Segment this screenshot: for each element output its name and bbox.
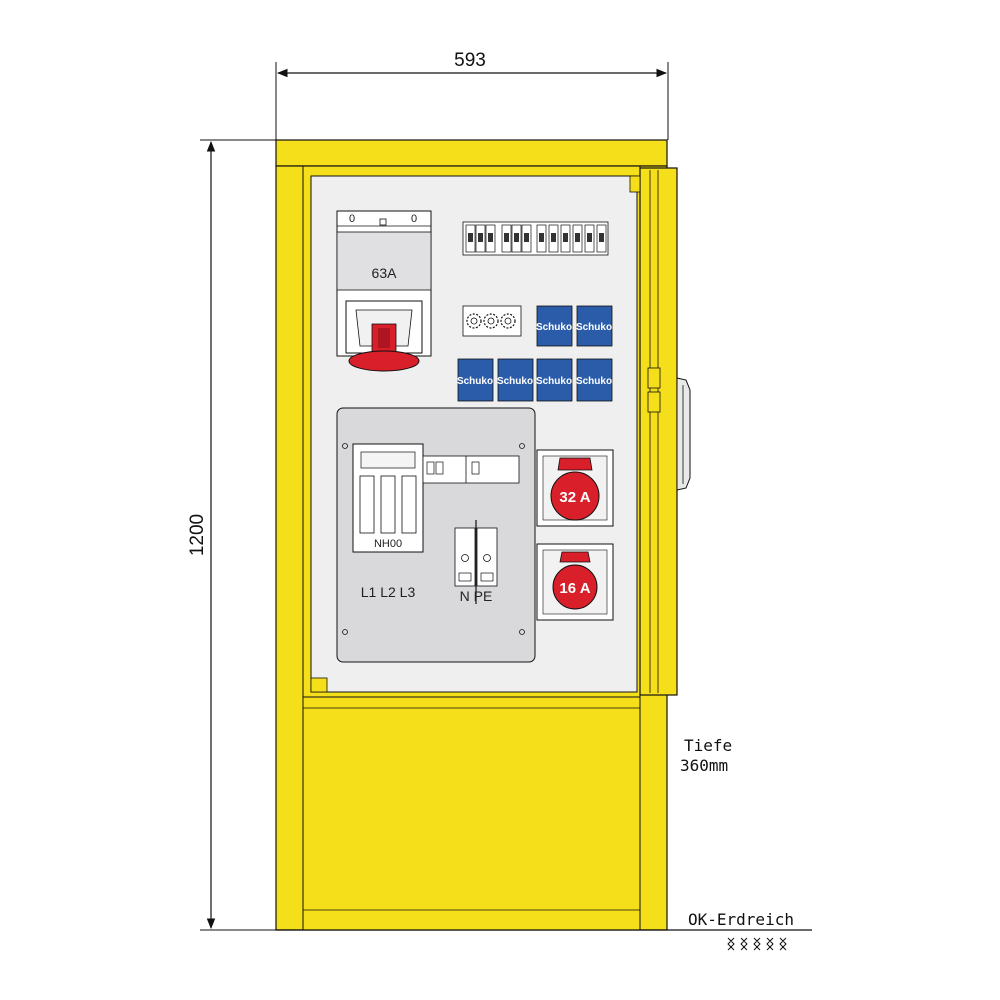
- schuko-socket-4: Schuko: [497, 358, 534, 402]
- schuko-label: Schuko: [576, 322, 612, 333]
- switch-rating: 63A: [372, 265, 398, 281]
- cee-socket-16a: 16 A: [536, 543, 614, 621]
- n-pe-terminals: [454, 520, 498, 604]
- rcd-modules: [422, 455, 520, 484]
- fuse-holder-icon: [462, 305, 522, 337]
- depth-note: Tiefe 360mm: [680, 736, 732, 775]
- schuko-label: Schuko: [576, 376, 612, 387]
- phase-labels: L1 L2 L3: [361, 584, 416, 600]
- depth-label-line1: Tiefe: [684, 736, 732, 755]
- plug-32a-label: 32 A: [559, 489, 590, 506]
- depth-label-line2: 360mm: [680, 756, 728, 775]
- schuko-socket-3: Schuko: [457, 358, 494, 402]
- ground-level-note: OK-Erdreich: [688, 910, 794, 951]
- schuko-socket-5: Schuko: [536, 358, 573, 402]
- schuko-label: Schuko: [536, 376, 572, 387]
- earth-hatch-icon: [727, 937, 787, 951]
- neutral-pe-label: N PE: [460, 588, 493, 604]
- nh00-fuse-switch: NH00: [352, 443, 424, 553]
- schuko-label: Schuko: [536, 322, 572, 333]
- schuko-socket-6: Schuko: [576, 358, 613, 402]
- cee-socket-32a: 32 A: [536, 449, 614, 527]
- schuko-label: Schuko: [457, 376, 493, 387]
- height-dimension: 1200: [187, 139, 276, 931]
- width-label: 593: [454, 50, 486, 71]
- width-dimension: 593: [275, 50, 669, 140]
- schuko-label: Schuko: [497, 376, 533, 387]
- switch-position-right: 0: [411, 213, 417, 225]
- schuko-sockets: Schuko Schuko Schuko Schuko Schuko Schuk…: [457, 305, 613, 402]
- fuse-type-label: NH00: [374, 538, 402, 550]
- schuko-socket-2: Schuko: [576, 305, 613, 347]
- main-switch: 0 0 63A: [336, 210, 432, 372]
- height-label: 1200: [187, 514, 208, 556]
- schuko-socket-1: Schuko: [536, 305, 573, 347]
- switch-position-left: 0: [349, 213, 355, 225]
- plug-16a-label: 16 A: [559, 580, 590, 597]
- breaker-row: [462, 221, 609, 256]
- cover-plate: NH00 L1 L2 L3 N PE: [336, 407, 536, 663]
- ground-level-label: OK-Erdreich: [688, 910, 794, 929]
- cabinet-door: [615, 167, 691, 696]
